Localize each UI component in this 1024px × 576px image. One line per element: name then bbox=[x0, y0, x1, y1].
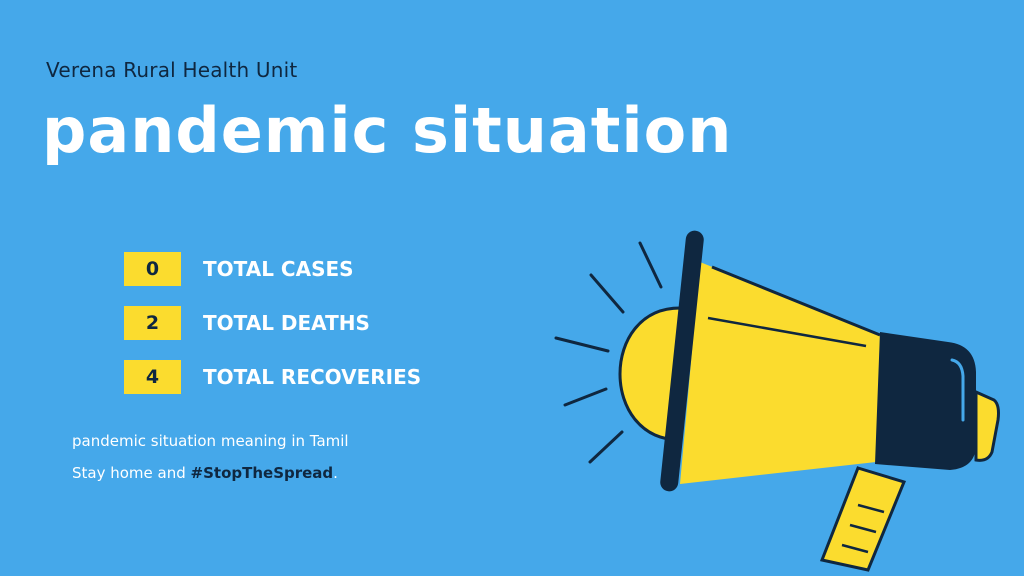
megaphone-mouth bbox=[660, 230, 704, 492]
hashtag-text: #StopTheSpread bbox=[190, 464, 334, 482]
subtitle-line: pandemic situation meaning in Tamil bbox=[72, 432, 349, 450]
stat-label: TOTAL CASES bbox=[203, 257, 354, 281]
stat-label: TOTAL DEATHS bbox=[203, 311, 370, 335]
stat-total-cases: 0 TOTAL CASES bbox=[124, 252, 354, 286]
stat-value-badge: 0 bbox=[124, 252, 181, 286]
page-title: pandemic situation bbox=[42, 94, 733, 167]
call-to-action: Stay home and #StopTheSpread. bbox=[72, 464, 338, 482]
cta-prefix: Stay home and bbox=[72, 464, 191, 482]
megaphone-icon bbox=[554, 230, 1000, 572]
cta-suffix: . bbox=[333, 464, 338, 482]
handle-grip-lines bbox=[841, 503, 885, 554]
organization-name: Verena Rural Health Unit bbox=[46, 58, 298, 82]
stat-value-badge: 4 bbox=[124, 360, 181, 394]
stat-label: TOTAL RECOVERIES bbox=[203, 365, 422, 389]
stat-value-badge: 2 bbox=[124, 306, 181, 340]
sound-lines bbox=[554, 241, 663, 464]
megaphone-bell bbox=[875, 332, 976, 470]
stat-total-deaths: 2 TOTAL DEATHS bbox=[124, 306, 370, 340]
megaphone-handle bbox=[819, 466, 907, 572]
megaphone-back bbox=[618, 306, 682, 442]
megaphone-cone bbox=[680, 262, 880, 484]
stat-total-recoveries: 4 TOTAL RECOVERIES bbox=[124, 360, 421, 394]
